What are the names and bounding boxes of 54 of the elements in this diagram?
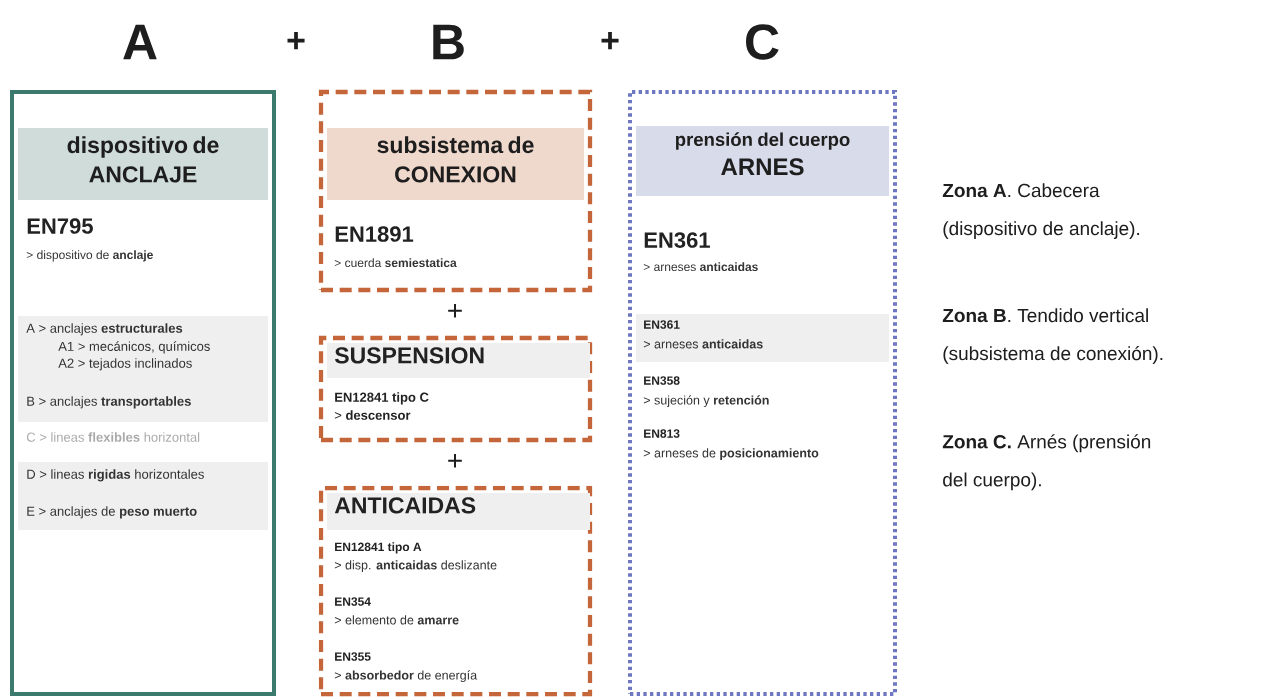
- panel-frame: [10, 90, 276, 696]
- plus-sign: +: [287, 32, 305, 50]
- plus-sign: +: [448, 453, 462, 468]
- header-text: ANCLAJE: [89, 166, 197, 183]
- standard-code: EN358: [644, 376, 680, 385]
- panel-frame: [628, 90, 897, 696]
- item-text: D > lineas rigidas horizontales: [27, 469, 204, 482]
- standard-code: EN795: [27, 218, 93, 234]
- highlight-band: [327, 493, 590, 530]
- letter: B: [433, 24, 464, 60]
- zone-note: Zona B. Tendido vertical (subsistema de conexión).: [942, 308, 1163, 364]
- header-text: subsistema de: [377, 136, 534, 154]
- item-text: A2 > tejados inclinados: [58, 358, 192, 371]
- item-text: > arneses anticaidas: [643, 339, 763, 349]
- standard-code: EN12841 tipo A: [335, 542, 422, 554]
- item-text: > disp. anticaidas deslizante: [334, 560, 497, 572]
- zone-note: Zona C. Arnés (prensión del cuerpo).: [942, 434, 1151, 491]
- panel-frame: [318, 335, 593, 443]
- item-text: > descensor: [334, 410, 411, 420]
- item-text: > arneses de posicionamiento: [643, 448, 819, 460]
- item-text: > dispositivo de anclaje: [26, 250, 153, 262]
- standard-code: EN1891: [335, 226, 414, 242]
- letter: C: [746, 24, 779, 60]
- standard-code: EN354: [335, 597, 371, 606]
- header-text: dispositivo de: [67, 136, 219, 158]
- item-text: B > anclajes transportables: [27, 396, 191, 409]
- item-text: > arneses anticaidas: [643, 262, 758, 272]
- item-text: > sujeción y retención: [643, 395, 769, 408]
- header-band: [636, 126, 889, 196]
- standard-code: EN12841 tipo C: [335, 392, 429, 405]
- standard-code: SUSPENSION: [334, 347, 484, 364]
- item-text: > elemento de amarre: [334, 615, 459, 625]
- item-text: > cuerda semiestatica: [334, 258, 457, 268]
- panel-frame: [318, 485, 593, 697]
- standard-code: ANTICAIDAS: [334, 497, 476, 514]
- standard-code: EN355: [335, 652, 371, 661]
- header-text: ARNES: [721, 158, 804, 176]
- header-text: prensión del cuerpo: [676, 132, 850, 150]
- item-text: > absorbedor de energía: [334, 670, 478, 683]
- highlight-band: [327, 343, 590, 378]
- item-text: A > anclajes estructurales: [26, 323, 183, 336]
- header-band: [18, 128, 268, 200]
- standard-code: EN361: [644, 320, 680, 329]
- item-text: E > anclajes de peso muerto: [27, 506, 197, 519]
- standard-code: EN361: [644, 232, 710, 248]
- item-text: A1 > mecánicos, químicos: [58, 341, 210, 354]
- header-band: [327, 128, 584, 200]
- item-text: C > lineas flexibles horizontal: [26, 432, 200, 442]
- letter: A: [123, 24, 157, 60]
- panel-frame: [318, 89, 593, 293]
- header-text: CONEXION: [395, 166, 516, 183]
- plus-sign: +: [601, 32, 619, 50]
- zone-note: Zona A. Cabecera (dispositivo de anclaje).: [942, 183, 1140, 239]
- standard-code: EN813: [644, 429, 680, 438]
